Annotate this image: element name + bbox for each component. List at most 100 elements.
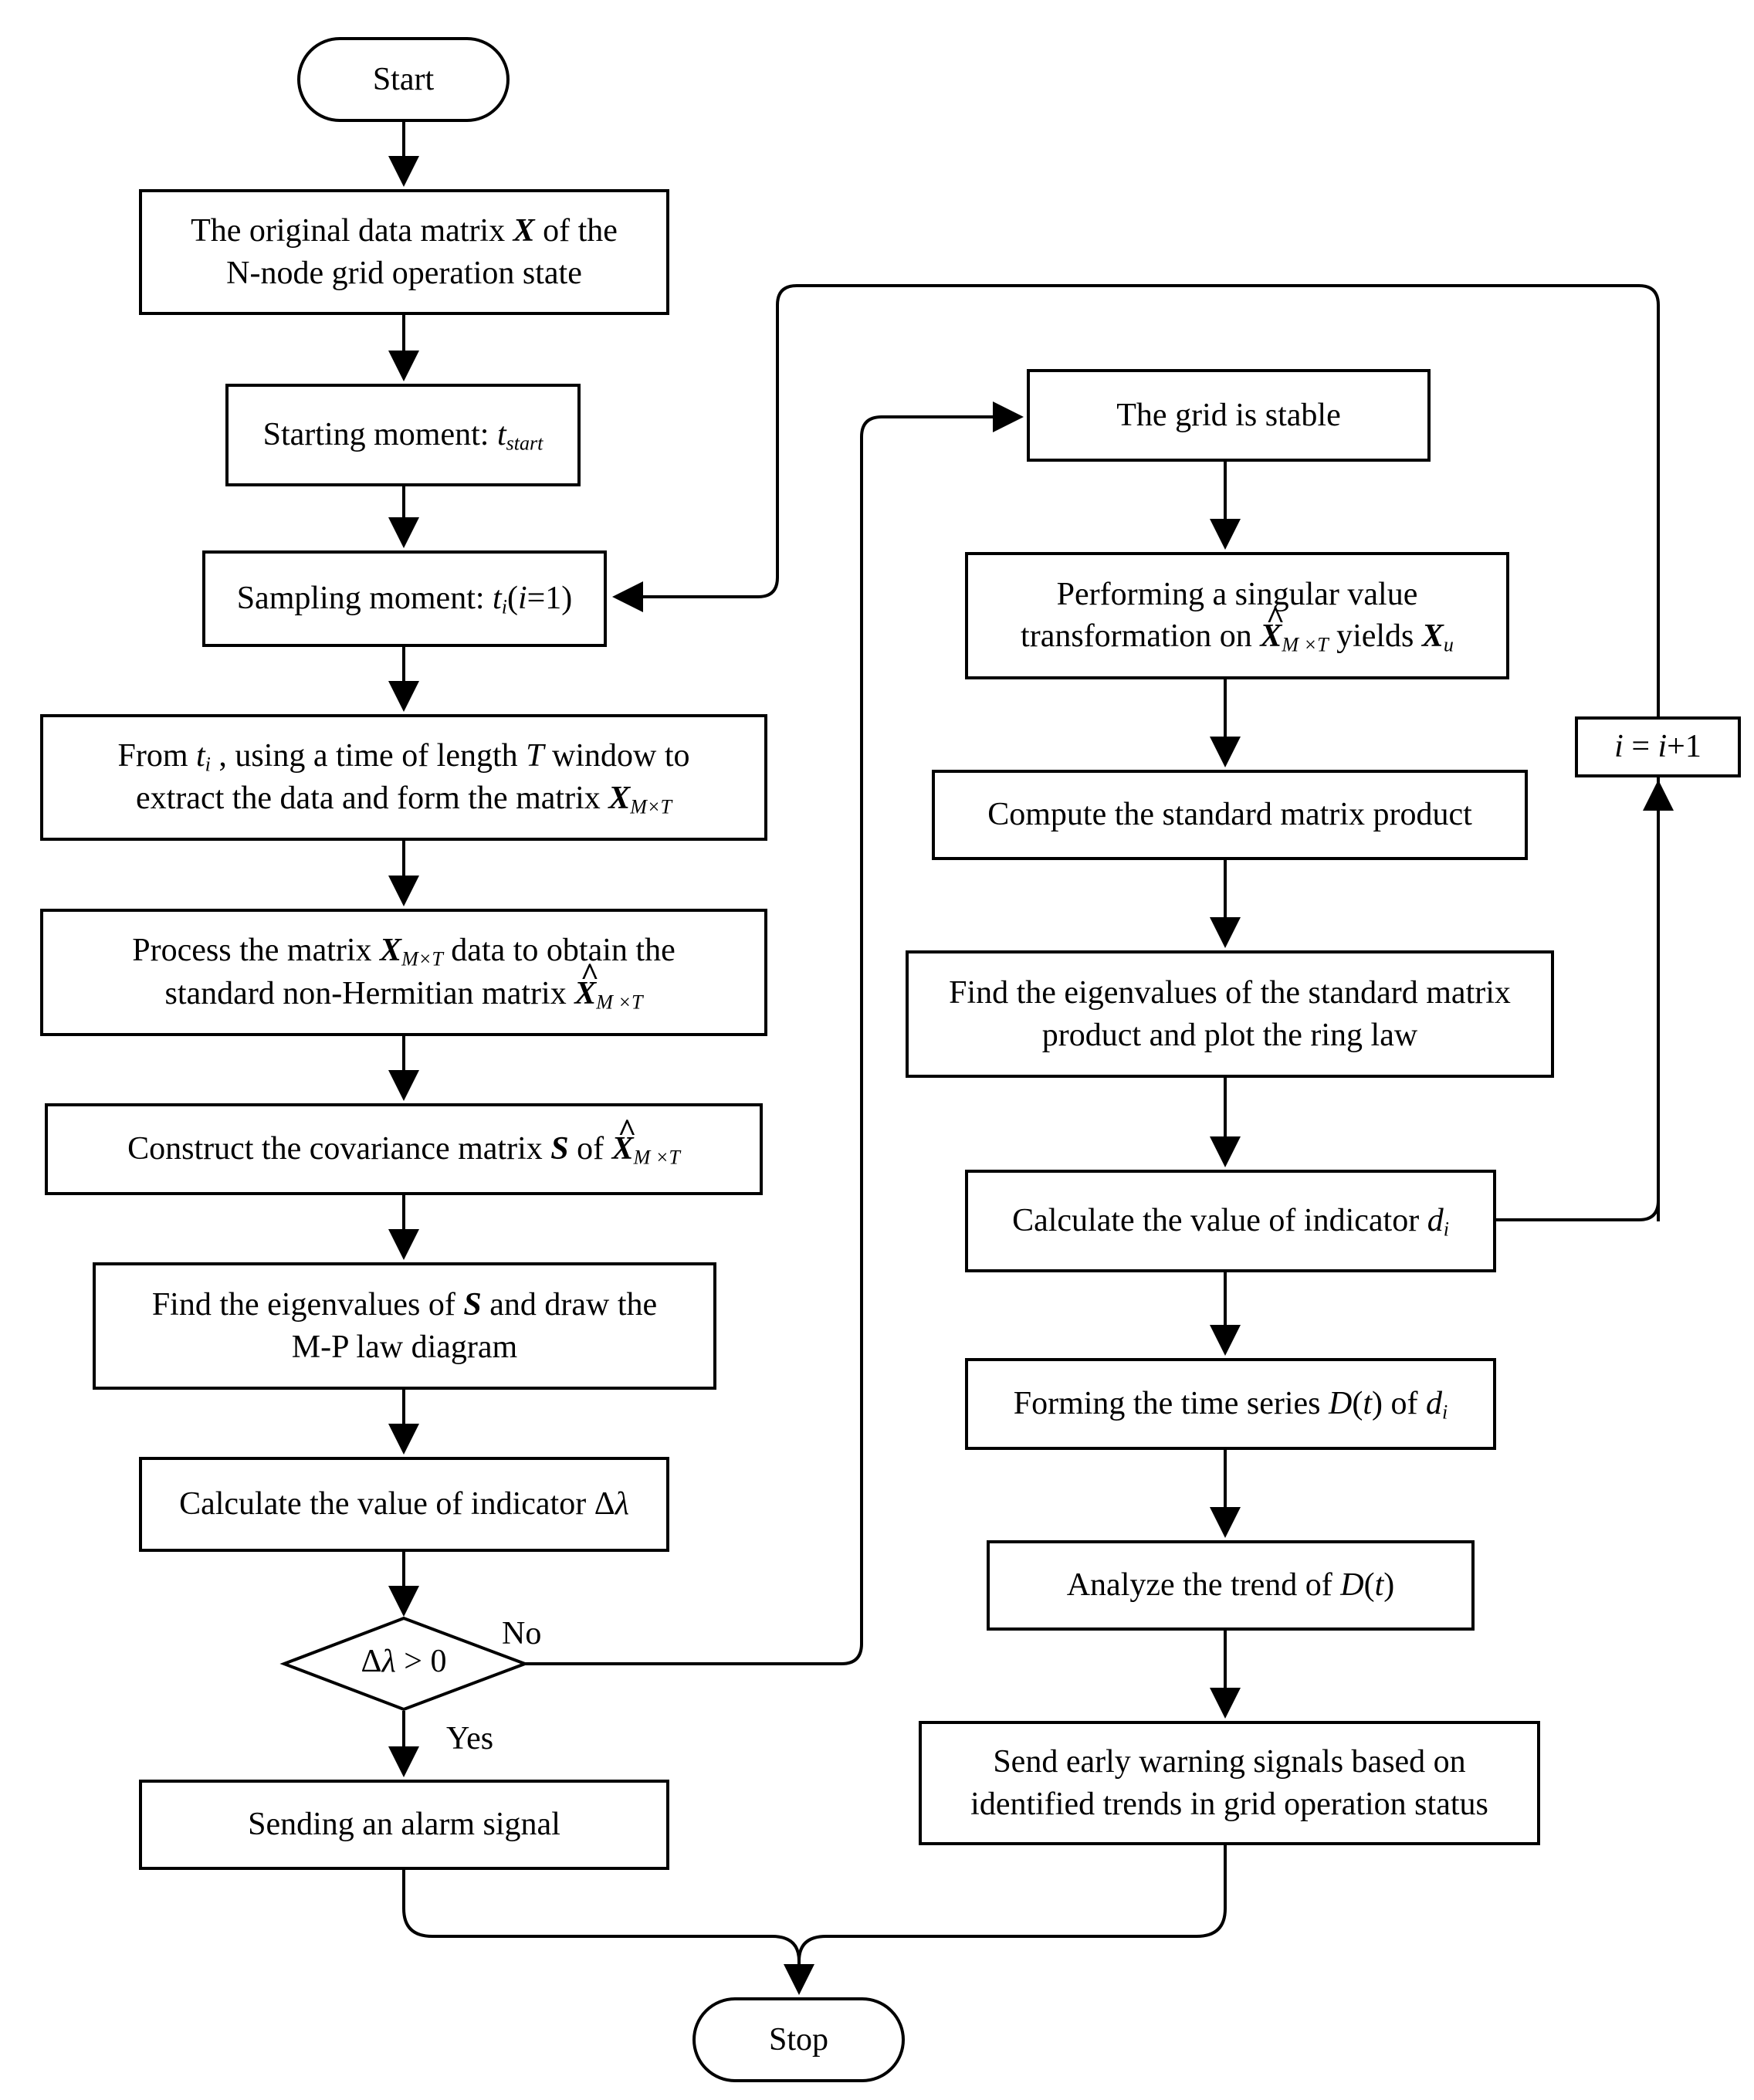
fromti-sub2: M×T [630,795,672,818]
calc-d-sub: i [1443,1218,1449,1241]
process-Xhat: X [574,955,599,1015]
sampling-moment-sub: i [501,595,507,618]
original-data-text-1a: The original data matrix [191,212,513,249]
starting-moment-label: Starting moment: [262,416,497,452]
findmp-text-2: M-P law diagram [291,1329,518,1365]
trend-close: ) [1383,1567,1395,1604]
fromti-X: X [608,781,631,816]
warning-text-1: Send early warning signals based on [993,1743,1466,1780]
increment-eq: = [1623,729,1658,765]
construct-sub: M ×T [633,1146,680,1169]
svt-box: Performing a singular value transformati… [965,552,1509,679]
calc-d-box: Calculate the value of indicator di [965,1170,1496,1272]
edge-label-yes: Yes [446,1721,494,1756]
svt-sub2: u [1443,633,1454,656]
findmp-text-b: and draw the [481,1286,658,1323]
process-matrix-box: Process the matrix XM×T data to obtain t… [40,909,767,1036]
decision-diamond-shape [279,1616,530,1712]
trend-text-a: Analyze the trend of [1066,1567,1341,1604]
calc-lambda-var: λ [615,1486,629,1522]
calc-lambda-text: Calculate the value of indicator Δ [179,1486,615,1522]
edge-warning-stop [797,1845,1227,1962]
series-paren: ( [1352,1385,1363,1421]
construct-text-b: of [568,1130,612,1167]
starting-moment-var: t [496,416,506,452]
svt-Xhat: X [1260,598,1285,658]
series-text-b: ) of [1372,1385,1427,1421]
early-warning-box: Send early warning signals based on iden… [919,1721,1540,1845]
svt-text-1: Performing a singular value [1056,576,1418,612]
trend-D: D [1340,1567,1364,1604]
decision-var: λ [381,1644,396,1679]
construct-Xhat: X [612,1110,637,1170]
fromti-T: T [526,737,544,774]
svt-text-2a: transformation on [1021,618,1261,655]
time-series-box: Forming the time series D(t) of di [965,1358,1496,1450]
trend-t: t [1374,1567,1384,1604]
process-text-1b: data to obtain the [442,933,676,969]
fromti-text-2: extract the data and form the matrix [136,781,609,816]
edge-decision-no [525,401,1024,1665]
sampling-moment-box: Sampling moment: ti(i=1) [202,550,607,647]
svt-X: X [1421,618,1444,655]
calc-lambda-box: Calculate the value of indicator Δλ [139,1457,669,1552]
ring-text-1: Find the eigenvalues of the standard mat… [949,974,1511,1011]
stop-label: Stop [768,2021,829,2058]
edge-alarm-stop [402,1870,814,1995]
series-D: D [1329,1385,1353,1421]
covariance-box: Construct the covariance matrix S of XM … [45,1103,763,1195]
sampling-moment-var: t [493,580,502,616]
series-d: d [1426,1385,1443,1421]
series-t: t [1363,1385,1373,1421]
warning-text-2: identified trends in grid operation stat… [970,1786,1488,1822]
sampling-eq: =1) [527,580,573,616]
sampling-paren: ( [506,580,518,616]
process-X: X [380,933,402,969]
ring-text-2: product and plot the ring law [1041,1017,1418,1053]
svt-sub: M ×T [1282,633,1329,656]
fromti-t: t [195,737,205,774]
original-data-box: The original data matrix X of the N-node… [139,189,669,315]
calc-d-var: d [1427,1202,1444,1238]
alarm-label: Sending an alarm signal [248,1807,560,1843]
series-text-a: Forming the time series [1013,1385,1329,1421]
grid-stable-label: The grid is stable [1116,397,1341,433]
mp-law-box: Find the eigenvalues of S and draw the M… [93,1262,716,1390]
increment-plus: +1 [1667,729,1702,765]
grid-stable-box: The grid is stable [1027,369,1431,462]
process-sub2: M ×T [596,991,643,1013]
starting-moment-sub: start [506,432,543,455]
svt-text-2b: yields [1328,618,1422,655]
fromti-text-b: , using a time of length [210,737,527,774]
edge-label-no: No [502,1616,542,1651]
decision-delta: Δ [361,1644,382,1679]
series-sub: i [1442,1401,1448,1424]
increment-i1: i [1614,729,1624,765]
original-data-text-2: N-node grid operation state [226,255,582,291]
construct-S: S [550,1130,569,1167]
edge-loop-back [612,284,1660,1221]
original-data-X: X [513,212,535,249]
alarm-box: Sending an alarm signal [139,1780,669,1870]
increment-i2: i [1657,729,1668,765]
original-data-text-1b: of the [534,212,618,249]
start-label: Start [372,61,435,97]
sampling-i: i [517,580,527,616]
starting-moment-box: Starting moment: tstart [225,384,581,486]
compute-label: Compute the standard matrix product [987,797,1472,833]
process-sub: M×T [401,947,443,970]
ring-law-box: Find the eigenvalues of the standard mat… [906,950,1554,1078]
increment-box: i = i+1 [1575,716,1741,777]
sampling-moment-label: Sampling moment: [236,580,493,616]
start-terminal: Start [297,37,510,122]
compute-product-box: Compute the standard matrix product [932,770,1528,860]
stop-terminal: Stop [692,1997,905,2082]
findmp-S: S [463,1286,482,1323]
fromti-sub: i [205,753,211,776]
construct-text-a: Construct the covariance matrix [127,1130,551,1167]
fromti-text-c: window to [543,737,690,774]
calc-d-text: Calculate the value of indicator [1012,1202,1427,1238]
decision-text: > 0 [395,1644,447,1679]
